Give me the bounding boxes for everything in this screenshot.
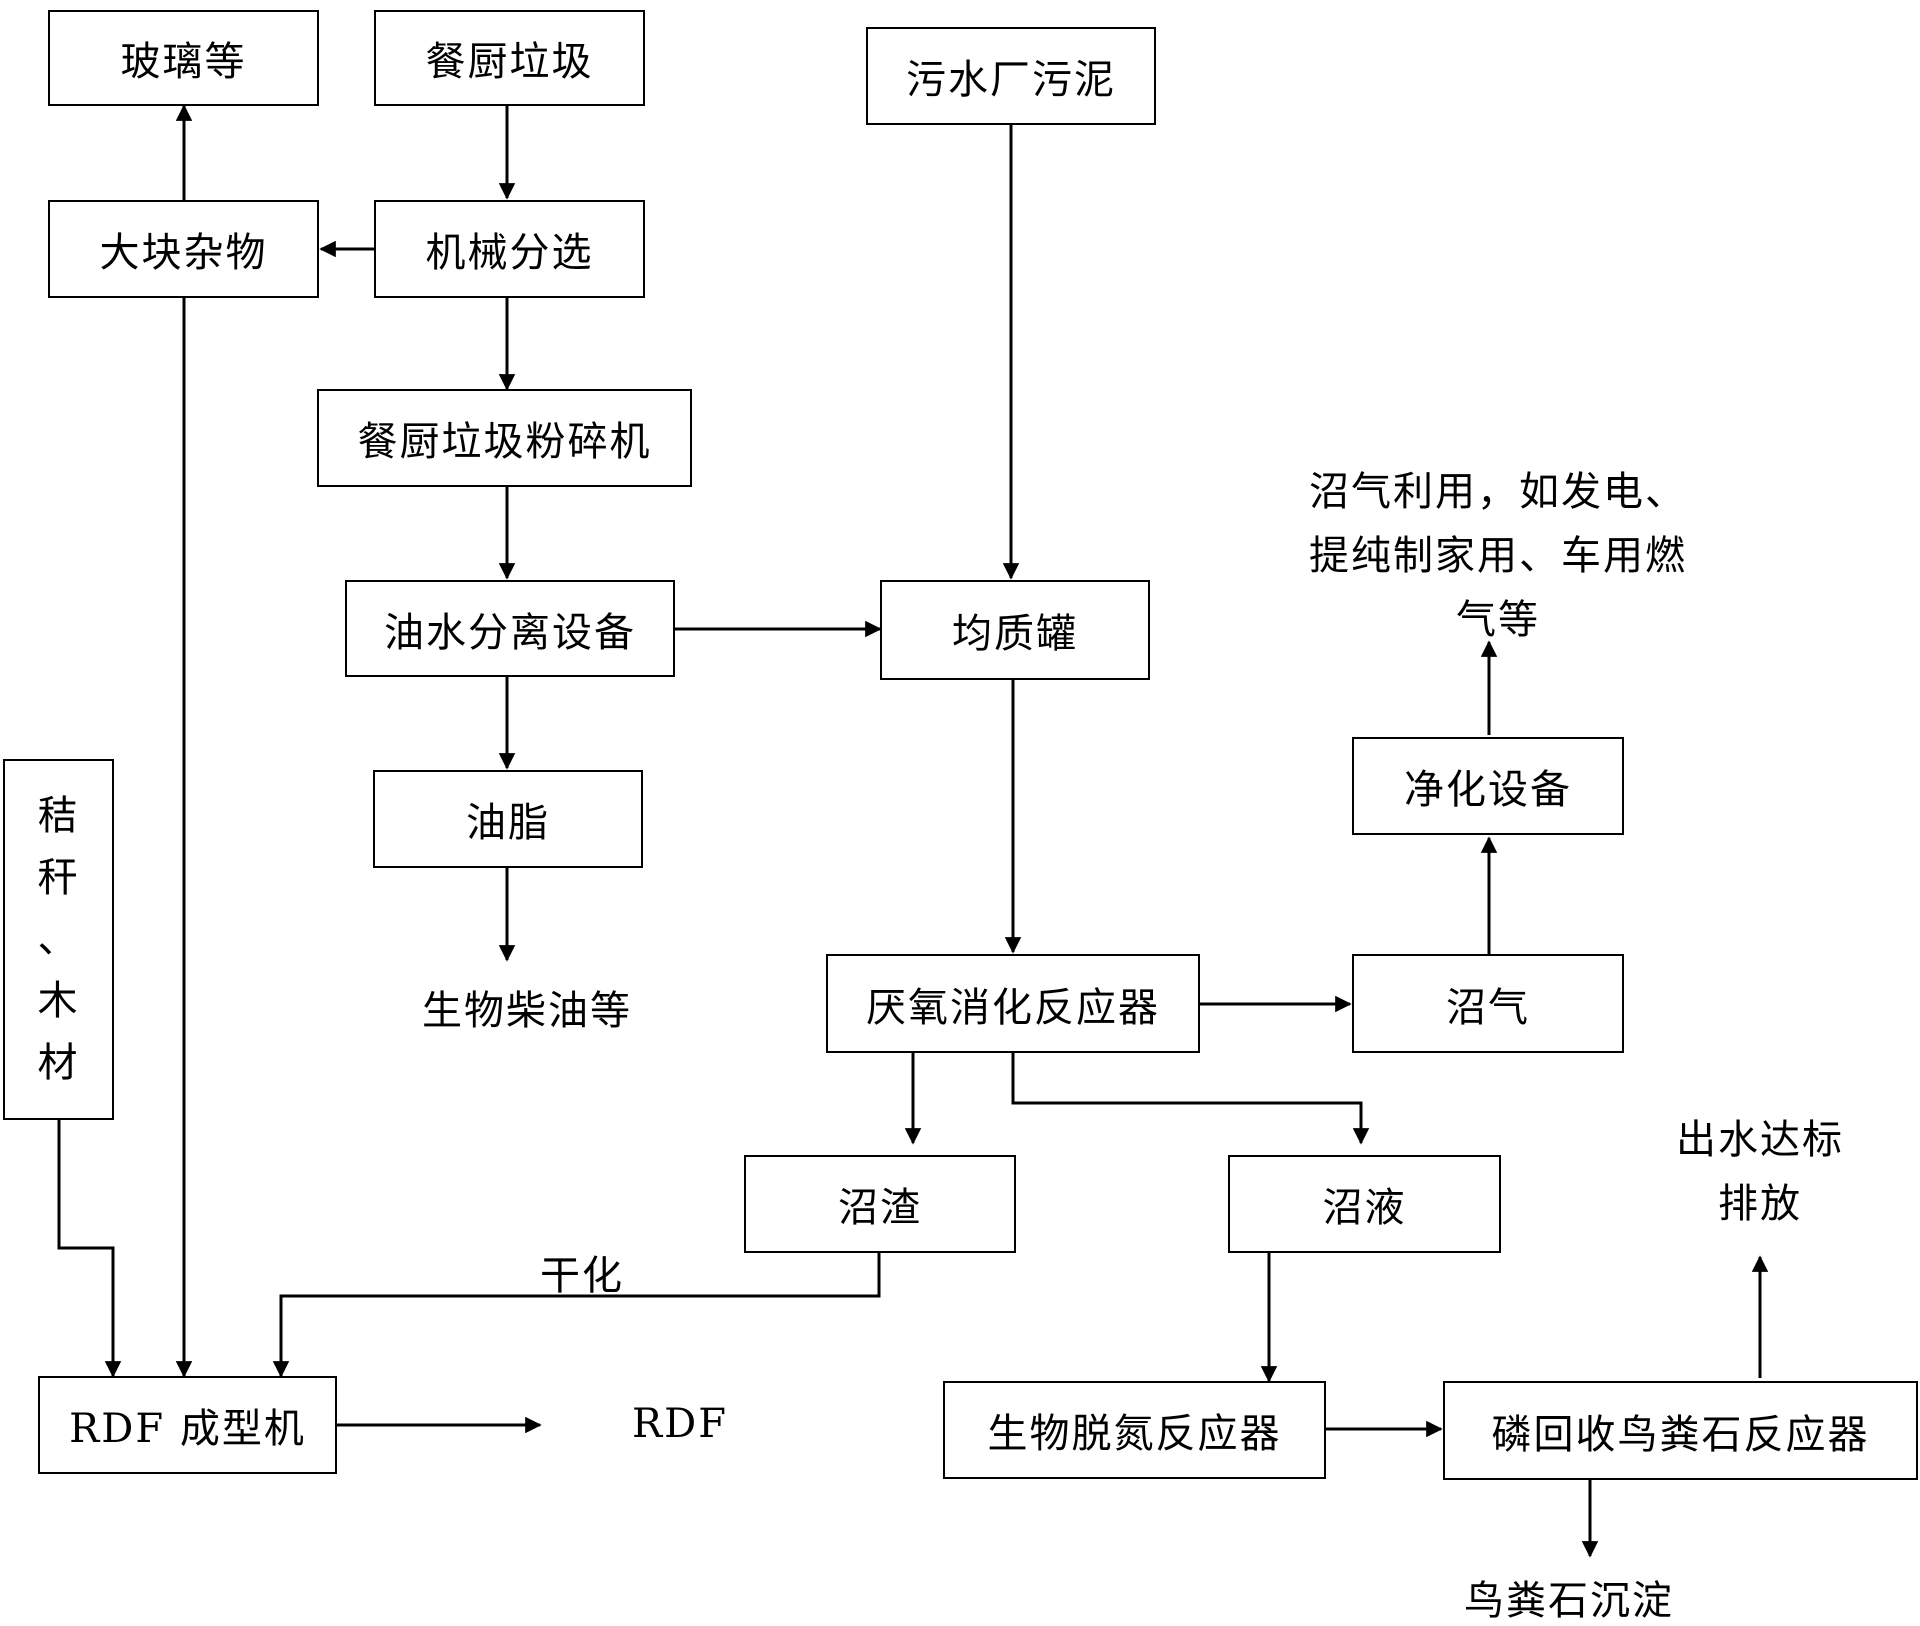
label-biogas-use: 沼气利用，如发电、 提纯制家用、车用燃 气等 <box>1298 460 1698 652</box>
node-large-debris: 大块杂物 <box>48 200 319 298</box>
arrow-reactor-to-liquid <box>1011 1053 1370 1145</box>
node-biogas: 沼气 <box>1352 954 1624 1053</box>
node-kitchen-waste: 餐厨垃圾 <box>374 10 645 106</box>
effluent-line-1: 出水达标 <box>1676 1117 1844 1163</box>
node-glass: 玻璃等 <box>48 10 319 106</box>
label-struvite-precipitate: 鸟粪石沉淀 <box>1464 1578 1674 1624</box>
biogas-use-line-1: 沼气利用，如发电、 <box>1309 469 1687 515</box>
node-grease: 油脂 <box>373 770 643 868</box>
node-digestate-liquid: 沼液 <box>1228 1155 1501 1253</box>
biogas-use-line-2: 提纯制家用、车用燃 <box>1309 533 1687 579</box>
node-denitrification-reactor: 生物脱氮反应器 <box>943 1381 1326 1479</box>
arrow-solid-to-rdf-machine <box>272 1253 881 1378</box>
node-anaerobic-reactor: 厌氧消化反应器 <box>826 954 1200 1053</box>
straw-wood-char-2: 秆 <box>37 854 80 901</box>
label-effluent: 出水达标 排放 <box>1660 1108 1860 1236</box>
label-biodiesel: 生物柴油等 <box>422 988 632 1034</box>
effluent-line-2: 排放 <box>1718 1181 1802 1227</box>
node-oil-water-separator: 油水分离设备 <box>345 580 675 677</box>
straw-wood-char-1: 秸 <box>37 792 80 839</box>
straw-wood-char-3: 、 <box>37 916 80 963</box>
node-rdf-machine: RDF 成型机 <box>38 1376 337 1474</box>
node-crusher: 餐厨垃圾粉碎机 <box>317 389 692 487</box>
node-digestate-solid: 沼渣 <box>744 1155 1016 1253</box>
arrow-straw-to-rdf-machine <box>57 1120 122 1378</box>
label-rdf: RDF <box>632 1401 728 1447</box>
straw-wood-char-4: 木 <box>37 978 80 1025</box>
biogas-use-line-3: 气等 <box>1456 597 1540 643</box>
node-mechanical-sorting: 机械分选 <box>374 200 645 298</box>
node-struvite-reactor: 磷回收鸟粪石反应器 <box>1443 1381 1918 1480</box>
node-sewage-sludge: 污水厂污泥 <box>866 27 1156 125</box>
node-purification: 净化设备 <box>1352 737 1624 835</box>
node-homogenizer: 均质罐 <box>880 580 1150 680</box>
straw-wood-char-5: 材 <box>37 1040 80 1087</box>
label-drying: 干化 <box>540 1253 624 1299</box>
node-straw-wood: 秸 秆 、 木 材 <box>3 759 114 1120</box>
